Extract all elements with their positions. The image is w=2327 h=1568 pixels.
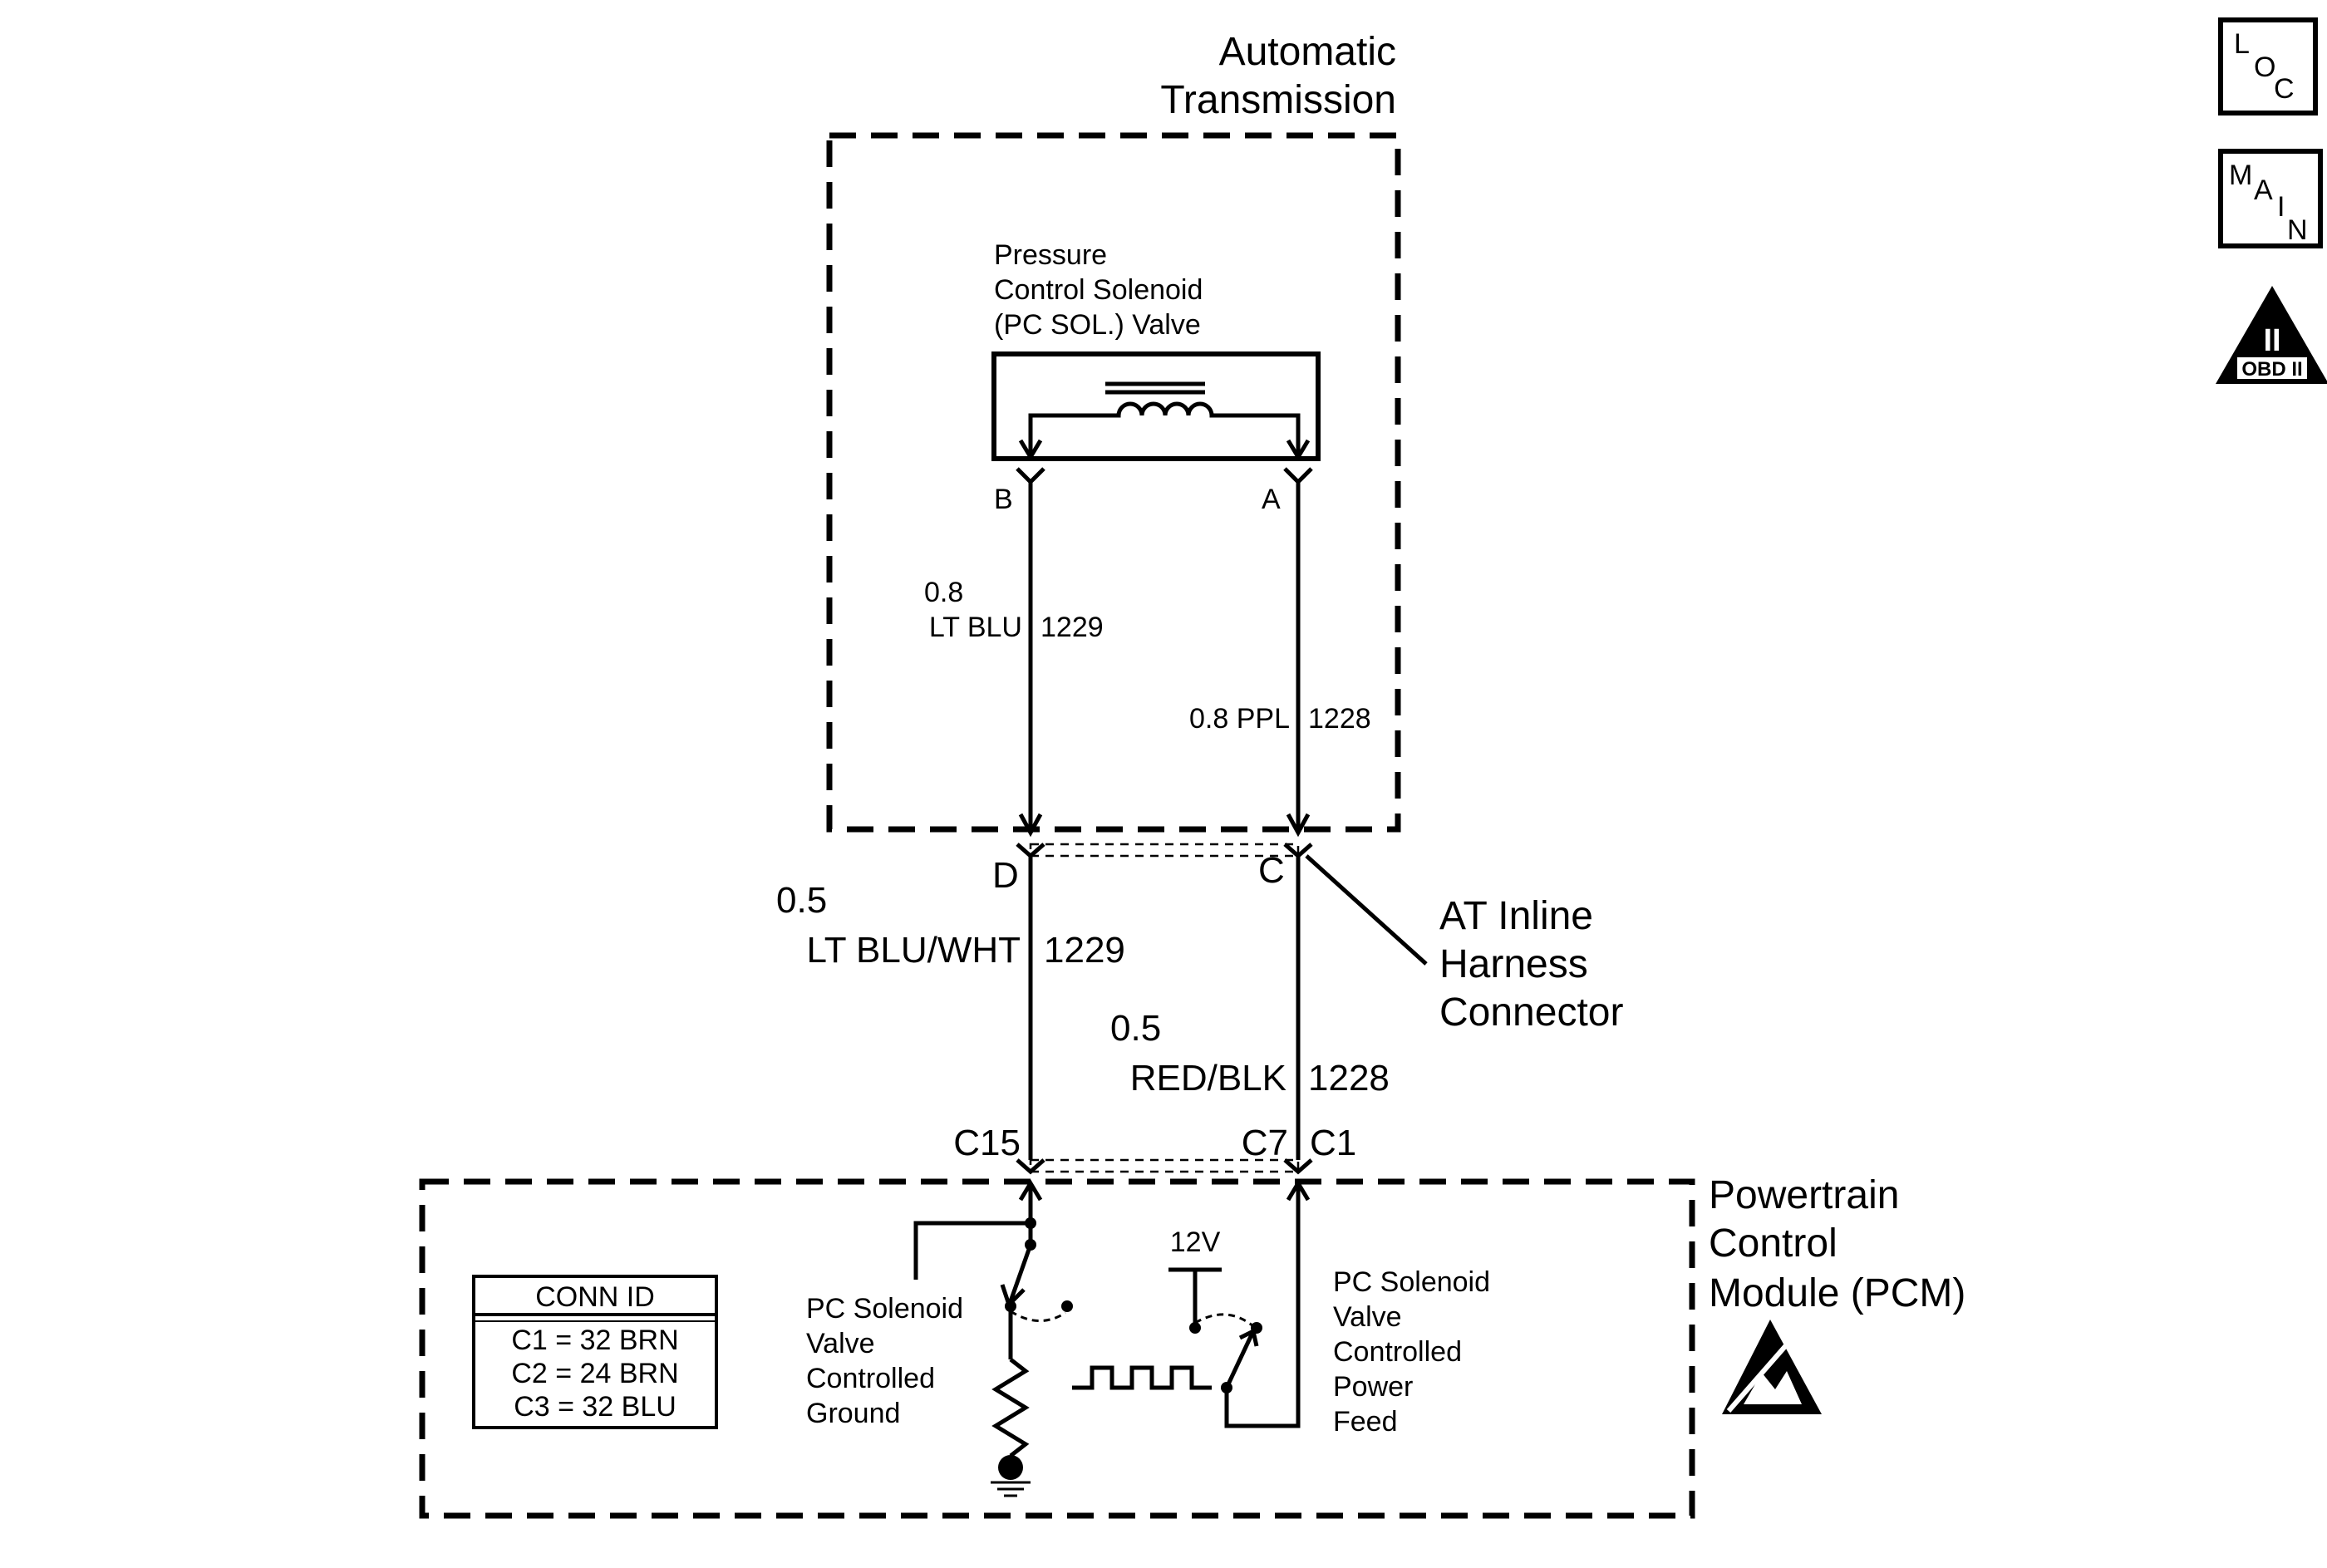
conn-id-border	[472, 1275, 718, 1429]
wire-1228-inner-circuit: 1228	[1308, 703, 1371, 735]
pcm-title-line3: Module (PCM)	[1709, 1271, 1965, 1315]
wire-1229-outer-color: LT BLU/WHT	[806, 930, 1021, 971]
pcm-title-line1: Powertrain	[1709, 1173, 1899, 1217]
wire-1229-outer-gauge: 0.5	[776, 880, 827, 921]
ground-label-line: Valve	[806, 1328, 875, 1359]
ground-label-line: Controlled	[806, 1363, 935, 1394]
main-icon-a: A	[2254, 174, 2273, 206]
solenoid-lead-a	[1212, 413, 1301, 455]
solenoid-label-line3: (PC SOL.) Valve	[994, 309, 1201, 341]
at-inline-harness-connector: D C AT Inline Harness Connector	[992, 843, 1623, 1035]
conn-id-table: CONN ID C1 = 32 BRN C2 = 24 BRN C3 = 32 …	[472, 1275, 718, 1429]
solenoid-lead-b	[1028, 413, 1119, 455]
obd-ii-label: OBD II	[2241, 358, 2302, 381]
pin-c7-connector-icon	[1283, 1158, 1313, 1175]
solenoid-label-line2: Control Solenoid	[994, 274, 1203, 306]
obd-ii-button[interactable]: II OBD II	[2216, 286, 2327, 384]
terminal-b-connector-icon	[1016, 467, 1045, 485]
wire-1228-inner-gauge-color: 0.8 PPL	[1189, 703, 1290, 735]
loc-icon-o: O	[2254, 52, 2275, 83]
wire-1229-inner-circuit: 1229	[1041, 612, 1104, 643]
high-side-driver: 12V PC Solenoid Valve Controlled Power F…	[1072, 1179, 1490, 1438]
voltage-label: 12V	[1170, 1226, 1221, 1258]
wire-1229-inner-gauge: 0.8	[924, 577, 963, 608]
inline-connector-label-line1: AT Inline	[1439, 894, 1593, 938]
power-label-line: Controlled	[1333, 1336, 1462, 1368]
main-button[interactable]: M A I N	[2218, 149, 2323, 248]
conn-id-row: C1 = 32 BRN	[511, 1325, 678, 1356]
pcm-section: Powertrain Control Module (PCM) CONN ID …	[419, 1173, 1965, 1519]
solenoid-body	[991, 351, 1321, 461]
outer-wires: 0.5 LT BLU/WHT 1229 0.5 RED/BLK 1228	[776, 856, 1390, 1160]
wire-1228-outer-circuit: 1228	[1308, 1058, 1390, 1099]
conn-id-row: C3 = 32 BLU	[514, 1391, 676, 1423]
pwm-signal-icon	[1072, 1365, 1212, 1390]
loc-icon-c: C	[2274, 73, 2295, 105]
loc-button[interactable]: L O C	[2218, 17, 2318, 116]
arrow-icon	[1018, 813, 1043, 838]
conn-id-row: C2 = 24 BRN	[511, 1358, 678, 1389]
terminal-a-connector-icon	[1283, 467, 1313, 485]
pc-solenoid: Pressure Control Solenoid (PC SOL.) Valv…	[991, 239, 1321, 515]
power-label-line: Feed	[1333, 1406, 1398, 1438]
ground-node	[998, 1455, 1023, 1480]
terminal-a-label: A	[1262, 484, 1281, 515]
main-icon-i: I	[2277, 191, 2285, 223]
transmission-title-line1: Automatic	[1219, 30, 1396, 74]
terminal-b-label: B	[994, 484, 1013, 515]
solenoid-label-line1: Pressure	[994, 239, 1107, 271]
arrow-icon	[1286, 813, 1311, 838]
transmission-title-line2: Transmission	[1160, 78, 1396, 122]
ground-label-line: PC Solenoid	[806, 1293, 963, 1325]
inner-wires: 0.8 LT BLU 1229 0.8 PPL 1228	[924, 482, 1371, 838]
resistor-icon	[991, 1358, 1030, 1457]
esd-warning-icon	[1722, 1320, 1822, 1414]
transmission-boundary	[826, 132, 1401, 833]
pcm-boundary	[419, 1178, 1695, 1519]
inline-connector-label-line2: Harness	[1439, 942, 1588, 986]
obd-ii-numeral: II	[2263, 323, 2280, 358]
ground-label-line: Ground	[806, 1398, 900, 1429]
arrow-icon	[1286, 439, 1311, 461]
conn-id-header: CONN ID	[535, 1281, 655, 1313]
main-icon-n: N	[2287, 214, 2308, 246]
pcm-connector-body	[1029, 1158, 1300, 1173]
solenoid-coil-icon	[1105, 401, 1215, 418]
ground-icon	[991, 1481, 1031, 1497]
wire-1229-outer-circuit: 1229	[1044, 930, 1125, 971]
pin-c-label: C	[1258, 850, 1285, 891]
wire-1228-outer-color: RED/BLK	[1130, 1058, 1286, 1099]
pcm-connector: C15 C7 C1	[953, 1123, 1356, 1175]
pin-d-label: D	[992, 855, 1019, 896]
pin-c15-label: C15	[953, 1123, 1021, 1163]
inline-connector-body	[1029, 843, 1300, 858]
power-label-line: Valve	[1333, 1301, 1402, 1333]
power-label-line: PC Solenoid	[1333, 1266, 1490, 1298]
wire-1229-inner-color: LT BLU	[929, 612, 1022, 643]
wire-1228-outer-gauge: 0.5	[1110, 1008, 1161, 1049]
main-icon-m: M	[2229, 160, 2252, 191]
loc-icon-l: L	[2234, 28, 2250, 60]
arrow-icon	[1018, 439, 1043, 461]
low-side-driver: PC Solenoid Valve Controlled Ground	[806, 1179, 1073, 1497]
inline-connector-leader	[1305, 854, 1428, 966]
connector-c1-label: C1	[1310, 1123, 1356, 1163]
power-label-line: Power	[1333, 1371, 1413, 1403]
automatic-transmission-section: Automatic Transmission	[826, 30, 1401, 833]
pcm-title-line2: Control	[1709, 1221, 1837, 1266]
pin-c7-label: C7	[1242, 1123, 1288, 1163]
inline-connector-label-line3: Connector	[1439, 990, 1623, 1035]
